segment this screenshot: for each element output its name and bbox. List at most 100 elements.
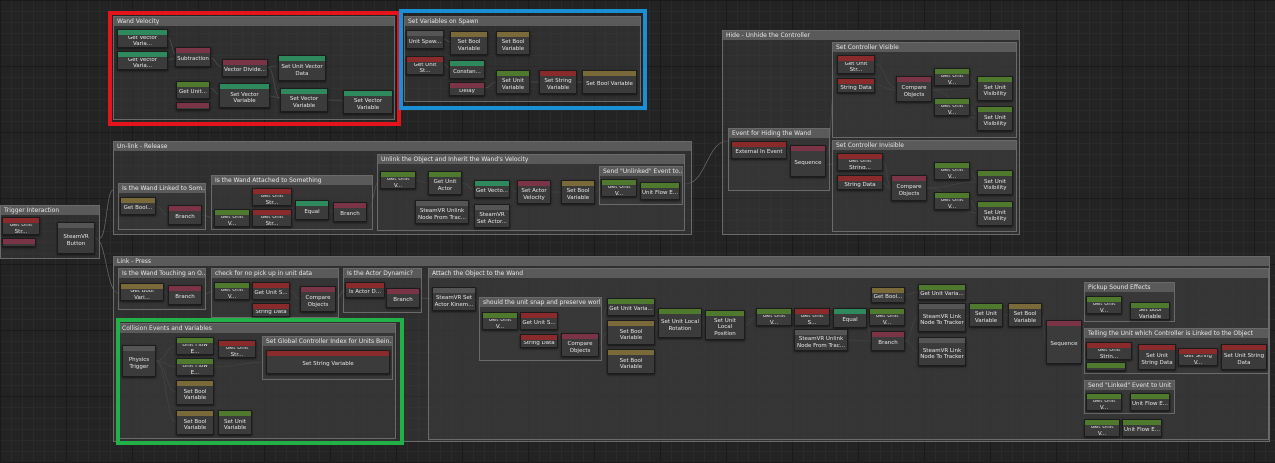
node-steamvr-unlink-node[interactable]: SteamVR Unlink Node From Trac... (415, 200, 469, 224)
node-string-data[interactable]: String Data (520, 334, 558, 348)
node-get-unit-string[interactable]: Get Unit S... (520, 312, 558, 330)
node-get-unit-variable[interactable]: Get Unit V... (214, 282, 250, 300)
node-unit-flow-event[interactable]: Unit Flow E... (640, 182, 680, 200)
node-steamvr-button[interactable]: SteamVR Button (57, 222, 95, 254)
node-sequence[interactable]: Sequence (1046, 320, 1082, 364)
node-set-unit-local-position[interactable]: Set Unit Local Position (705, 310, 745, 340)
node-set-unit-visibility[interactable]: Set Unit Visibility (977, 76, 1013, 101)
node-set-unit-variable[interactable]: Set Unit Variable (496, 70, 530, 94)
node-small[interactable] (1086, 362, 1126, 371)
node-set-bool-variable[interactable]: Set Bool Variable (607, 349, 655, 374)
node-compare-objects[interactable]: Compare Objects (896, 76, 932, 102)
node-get-unit-variable[interactable]: Get Unit Varia... (607, 298, 655, 316)
node-get-unit-variable[interactable]: Get Unit V... (1086, 393, 1122, 411)
node-get-unit-string[interactable]: Get Unit Str... (252, 209, 292, 227)
node-get-unit-string[interactable]: Get Unit St... (406, 56, 444, 75)
node-string-data[interactable]: String Data (837, 175, 883, 190)
node-set-string-variable[interactable]: Set String Variable (266, 350, 390, 374)
node-set-bool-variable[interactable]: Set Bool Variable (496, 31, 530, 55)
node-get-unit-variable[interactable]: Get Unit V... (601, 179, 637, 197)
node-get-vector-variable[interactable]: Get Vector Varia... (117, 51, 168, 70)
node-unit-spawned[interactable]: Unit Spaw... (406, 30, 444, 49)
node-unit-flow-event[interactable]: Unit Flow E... (1130, 393, 1170, 411)
node-sequence[interactable]: Sequence (790, 145, 826, 177)
node-get-unit-variable[interactable]: Get Unit V... (380, 171, 416, 189)
node-set-vector-variable[interactable]: Set Vector Variable (219, 83, 270, 108)
node-unit-flow-event[interactable]: Unit Flow E... (176, 337, 214, 355)
node-is-actor-dynamic[interactable]: Is Actor D... (345, 282, 385, 298)
node-branch[interactable]: Branch (386, 288, 420, 308)
node-get-string-variable[interactable]: Get String V... (1178, 348, 1218, 366)
node-string-data[interactable]: String Data (837, 78, 875, 93)
node-string-data[interactable]: String Data (252, 303, 290, 317)
node-get-unit-variable[interactable]: Get Unit V... (934, 68, 970, 86)
node-branch[interactable]: Branch (871, 331, 905, 351)
node-set-unit-variable[interactable]: Set Unit Variable (969, 303, 1003, 327)
node-set-unit-local-rotation[interactable]: Set Unit Local Rotation (658, 308, 702, 338)
node-vector-divide[interactable]: Vector Divide... (222, 59, 268, 77)
node-constant[interactable]: Constan... (449, 60, 485, 79)
node-get-unit-string[interactable]: Get Unit Str... (252, 188, 292, 206)
node-get-unit-variable[interactable]: Get Unit V... (1084, 419, 1120, 437)
node-get-vector-variable[interactable]: Get Vecto... (474, 180, 510, 198)
node-set-bool-variable[interactable]: Set Bool Variable (1130, 302, 1170, 320)
node-get-unit-string[interactable]: Get Unit S... (252, 282, 290, 300)
node-set-unit-visibility[interactable]: Set Unit Visibility (977, 106, 1013, 131)
node-get-unit-variable[interactable]: Get Unit V... (1086, 296, 1122, 314)
node-set-bool-variable[interactable]: Set Bool Variable (1008, 303, 1042, 327)
node-set-vector-variable[interactable]: Set Vector Variable (280, 88, 328, 112)
node-set-unit-visibility[interactable]: Set Unit Visibility (977, 170, 1013, 195)
node-set-unit-string-data[interactable]: Set Unit String Data (1221, 344, 1267, 370)
node-set-bool-variable[interactable]: Set Bool Variable (582, 70, 637, 94)
node-set-string-variable[interactable]: Set String Variable (539, 70, 577, 94)
node-subtraction[interactable]: Subtraction (175, 47, 211, 67)
node-external-in-event[interactable]: External In Event (731, 141, 787, 159)
node-unit-flow-event[interactable]: Unit Flow E... (176, 358, 214, 376)
node-get-unit-variable[interactable]: Get Unit V... (214, 209, 250, 227)
node-compare-objects[interactable]: Compare Objects (561, 333, 599, 357)
node-delay[interactable]: Delay (449, 82, 485, 96)
node-get-unit-string[interactable]: Get Unit Str... (837, 55, 875, 74)
node-compare-objects[interactable]: Compare Objects (891, 175, 927, 201)
node-physics-trigger[interactable]: Physics Trigger (122, 345, 156, 377)
node-get-unit[interactable]: Get Unit... (176, 81, 210, 99)
node-branch[interactable]: Branch (333, 202, 367, 222)
node-compare-objects[interactable]: Compare Objects (300, 286, 336, 312)
node-branch[interactable]: Branch (168, 205, 202, 225)
node-set-unit-string-data[interactable]: Set Unit String Data (1138, 344, 1176, 370)
node-set-actor-velocity[interactable]: Set Actor Velocity (517, 180, 551, 204)
node-get-unit-actor[interactable]: Get Unit Actor (428, 171, 462, 195)
node-steamvr-unlink-node[interactable]: SteamVR Unlink Node From Trac... (794, 329, 848, 351)
node-set-bool-variable[interactable]: Set Bool Variable (607, 320, 655, 345)
node-small[interactable] (2, 238, 36, 247)
node-get-unit-variable[interactable]: Get Unit V... (934, 98, 970, 116)
node-set-bool-variable[interactable]: Set Bool Variable (450, 31, 488, 55)
node-get-unit-variable[interactable]: Get Unit V... (934, 192, 970, 210)
node-set-bool-variable[interactable]: Set Bool Variable (561, 180, 595, 204)
node-steamvr-set-actor-kinematic[interactable]: SteamVR Set Actor Kinem... (432, 287, 476, 311)
node-get-unit-string[interactable]: Get Unit S... (794, 308, 830, 326)
node-set-bool-variable[interactable]: Set Bool Variable (176, 410, 214, 435)
node-get-unit-string[interactable]: Get Unit String... (837, 153, 883, 171)
node-get-bool-variable[interactable]: Get Bool... (120, 197, 156, 215)
node-set-unit-visibility[interactable]: Set Unit Visibility (977, 201, 1013, 226)
node-get-unit-variable[interactable]: Get Unit V... (756, 308, 792, 326)
node-get-unit-string[interactable]: Get Unit Str... (2, 217, 40, 235)
node-get-bool-variable[interactable]: Get Bool Vari... (120, 283, 164, 301)
node-get-unit-variable[interactable]: Get Unit V... (869, 308, 905, 326)
node-set-bool-variable[interactable]: Set Bool Variable (176, 380, 214, 405)
node-get-unit-string[interactable]: Get Unit Strin... (1086, 342, 1132, 360)
node-get-unit-string[interactable]: Get Unit Str... (218, 340, 256, 358)
node-equal[interactable]: Equal (833, 308, 867, 328)
node-unit-flow-event[interactable]: Unit Flow E... (1122, 419, 1162, 437)
node-steamvr-link-node[interactable]: SteamVR Link Node To Tracker (918, 337, 966, 366)
node-steamvr-set-actor[interactable]: SteamVR Set Actor... (474, 204, 510, 228)
node-set-unit-variable[interactable]: Set Unit Variable (218, 410, 252, 435)
node-steamvr-link-node[interactable]: SteamVR Link Node To Tracker (918, 303, 966, 332)
node-set-unit-vector-data[interactable]: Set Unit Vector Data (278, 55, 326, 81)
node-get-vector-variable[interactable]: Get Vector Varia... (117, 29, 168, 48)
node-get-unit-variable[interactable]: Get Unit V... (482, 312, 518, 330)
node-get-bool-variable[interactable]: Get Bool... (871, 287, 905, 303)
node-set-vector-variable[interactable]: Set Vector Variable (343, 90, 393, 114)
